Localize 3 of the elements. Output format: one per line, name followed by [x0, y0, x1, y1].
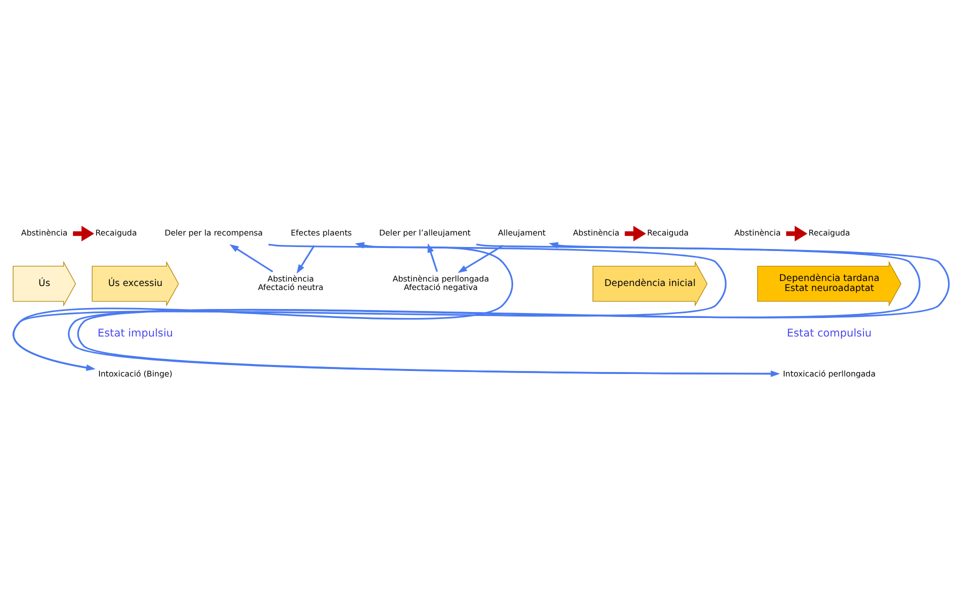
arrow	[624, 226, 646, 242]
arrow	[72, 226, 94, 242]
arrow	[786, 226, 808, 242]
